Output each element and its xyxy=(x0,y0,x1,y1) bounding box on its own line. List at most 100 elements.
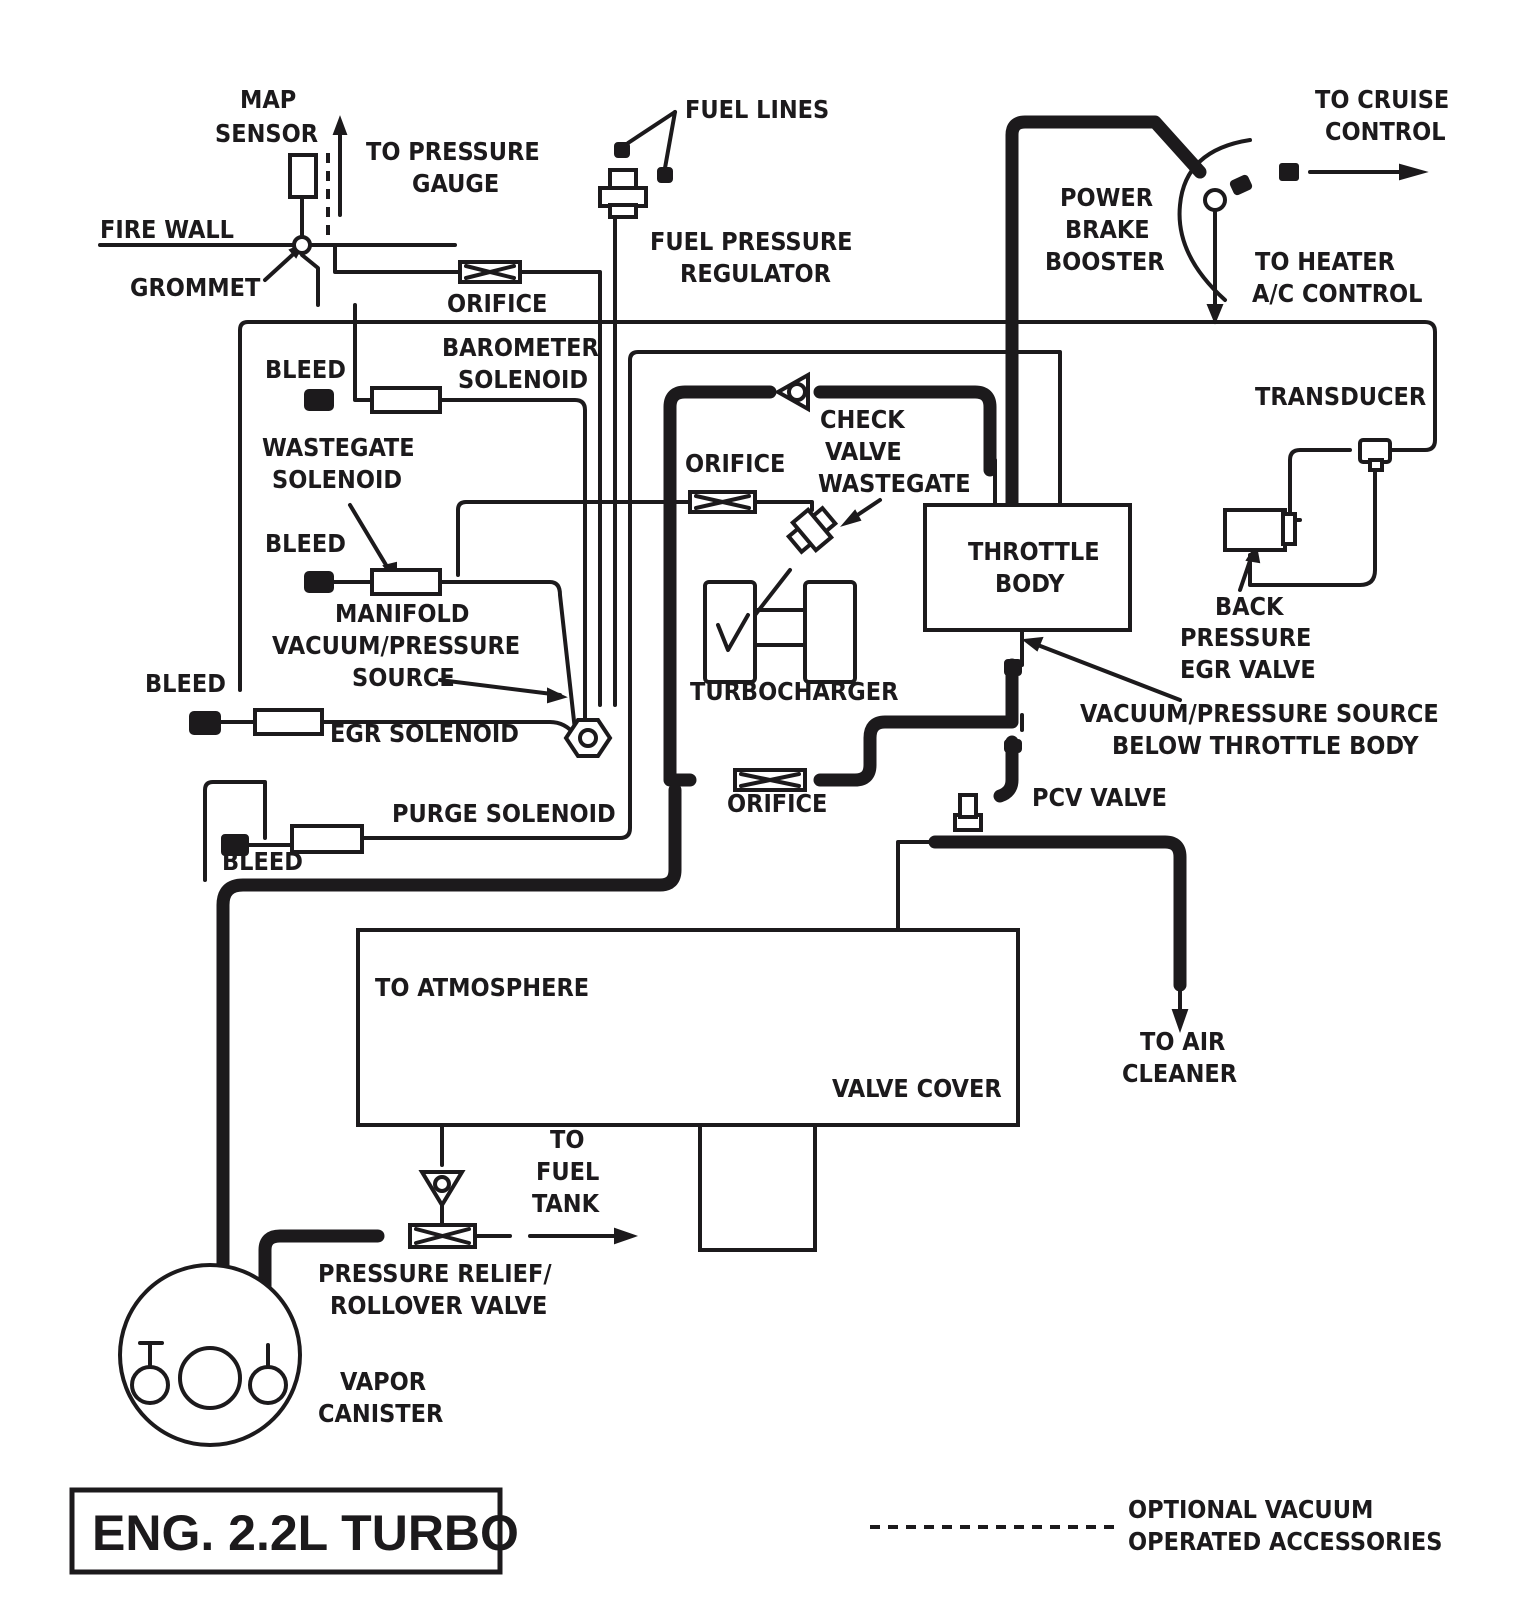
label-pressure-relief: PRESSURE RELIEF/ xyxy=(318,1259,552,1288)
label-fire-wall: FIRE WALL xyxy=(100,215,234,244)
fuel-tank-arrowhead xyxy=(614,1227,639,1245)
purge-solenoid xyxy=(290,824,364,854)
labels: MAP SENSOR TO PRESSURE GAUGE FUEL LINES … xyxy=(92,85,1449,1561)
label-barometer-solenoid: SOLENOID xyxy=(458,365,588,394)
diagram-title: ENG. 2.2L TURBO xyxy=(92,1505,519,1561)
title-frame xyxy=(69,1487,503,1575)
orifice-low-mark xyxy=(739,772,801,788)
label-valve-cover: VALVE COVER xyxy=(832,1074,1002,1103)
relief-valve-ball xyxy=(433,1175,451,1193)
relief-valve-mark xyxy=(414,1227,471,1245)
label-valve: VALVE xyxy=(825,437,902,466)
turbo-feed-hose xyxy=(813,715,1019,787)
wastegate-solenoid-pointer xyxy=(348,503,394,577)
bleed-1 xyxy=(304,389,334,411)
fuel-line-fitting-1 xyxy=(614,142,630,158)
pcv-hose-fitting-lower xyxy=(1004,739,1022,753)
label-ac-control: A/C CONTROL xyxy=(1252,279,1423,308)
label-vacuum-pressure: VACUUM/PRESSURE xyxy=(272,631,520,660)
label-to-atmosphere: TO ATMOSPHERE xyxy=(375,973,589,1002)
label-pressure: PRESSURE xyxy=(1180,623,1311,652)
thin-hoses xyxy=(98,170,1437,1238)
label-sensor: SENSOR xyxy=(215,119,318,148)
pcv-valve-stem xyxy=(958,793,978,819)
egr-valve-cap xyxy=(1281,512,1297,546)
label-pcv-valve: PCV VALVE xyxy=(1032,783,1167,812)
fuel-pressure-regulator-base xyxy=(608,203,638,219)
label-vapor: VAPOR xyxy=(340,1367,426,1396)
canister-to-relief-hose xyxy=(258,1229,385,1307)
label-to-air: TO AIR xyxy=(1140,1027,1225,1056)
purge-solenoid-line xyxy=(203,780,267,882)
label-orifice-mid: ORIFICE xyxy=(685,449,785,478)
orifice-top-hose xyxy=(333,243,462,274)
manifold-source-port xyxy=(578,728,598,748)
manifold-pointer-head xyxy=(547,687,568,704)
label-body: BODY xyxy=(995,569,1065,598)
thick-hoses xyxy=(216,115,1207,1307)
bleed-4 xyxy=(221,834,249,856)
label-grommet: GROMMET xyxy=(130,273,261,302)
manifold-source-line xyxy=(438,580,577,732)
cruise-arrowhead xyxy=(1399,163,1429,181)
brake-booster-hose xyxy=(1005,115,1207,512)
label-map: MAP xyxy=(240,85,296,114)
orifice-mid-mark xyxy=(694,494,751,510)
label-egr-solenoid: EGR SOLENOID xyxy=(330,719,519,748)
check-valve-hose xyxy=(663,385,777,787)
wastegate-solenoid-outlet xyxy=(456,500,692,577)
manifold-pointer xyxy=(438,678,562,697)
label-to-cruise: TO CRUISE xyxy=(1315,85,1449,114)
label-wastegate: WASTEGATE xyxy=(818,469,971,498)
label-bleed-3: BLEED xyxy=(145,669,226,698)
label-canister: CANISTER xyxy=(318,1399,443,1428)
label-barometer: BAROMETER xyxy=(442,333,599,362)
throttle-body-rail xyxy=(628,350,1062,702)
label-turbocharger: TURBOCHARGER xyxy=(690,677,898,706)
barometer-solenoid-outlet xyxy=(438,398,587,737)
turbocharger-flap xyxy=(716,613,750,652)
turbocharger-left xyxy=(703,580,757,684)
egr-valve xyxy=(1223,508,1287,552)
bleed-2 xyxy=(304,571,334,593)
purge-to-canister-hose xyxy=(216,783,682,1307)
main-vacuum-rail xyxy=(238,320,1437,692)
label-egr-valve: EGR VALVE xyxy=(1180,655,1316,684)
bleed-3 xyxy=(189,711,221,735)
check-valve-to-throttle xyxy=(813,385,997,477)
cruise-fitting xyxy=(1279,163,1299,181)
label-cleaner: CLEANER xyxy=(1122,1059,1237,1088)
heater-arrowhead xyxy=(1206,304,1224,325)
label-vac-source-1: VACUUM/PRESSURE SOURCE xyxy=(1080,699,1439,728)
label-transducer: TRANSDUCER xyxy=(1255,382,1426,411)
label-tank: TANK xyxy=(532,1189,601,1218)
label-rollover-valve: ROLLOVER VALVE xyxy=(330,1291,547,1320)
label-check: CHECK xyxy=(820,405,906,434)
pcv-lower-hose xyxy=(993,735,1019,803)
barometer-solenoid xyxy=(370,386,442,414)
label-booster: BOOSTER xyxy=(1045,247,1165,276)
brake-booster-tee xyxy=(1203,188,1227,212)
orifice-top-to-regulator xyxy=(518,270,602,707)
pressure-gauge-arrowhead xyxy=(332,115,348,135)
engine-block xyxy=(698,1123,817,1252)
label-orifice-top: ORIFICE xyxy=(447,289,547,318)
label-to-pressure: TO PRESSURE xyxy=(366,137,540,166)
canister-port-center xyxy=(178,1346,242,1410)
brake-booster-arc xyxy=(1177,138,1252,302)
vac-source-pointer xyxy=(1028,640,1182,702)
label-bleed-1: BLEED xyxy=(265,355,346,384)
grommet xyxy=(292,235,312,255)
label-vac-source-2: BELOW THROTTLE BODY xyxy=(1112,731,1419,760)
label-fuel-lines: FUEL LINES xyxy=(685,95,829,124)
fuel-line-fitting-2 xyxy=(657,167,673,183)
fuel-lines-pointer-1 xyxy=(626,110,677,145)
label-power: POWER xyxy=(1060,183,1153,212)
label-bleed-4: BLEED xyxy=(222,847,303,876)
legend-text-1: OPTIONAL VACUUM xyxy=(1128,1495,1373,1524)
wastegate-solenoid xyxy=(370,568,442,596)
purge-solenoid-outlet xyxy=(360,698,632,840)
components xyxy=(69,138,1392,1575)
label-back: BACK xyxy=(1215,592,1285,621)
